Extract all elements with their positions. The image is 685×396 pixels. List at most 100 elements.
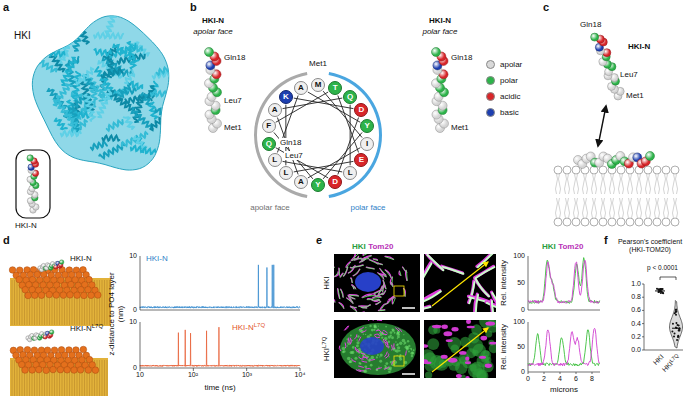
mitochondrion [391,282,393,286]
view-title: HKI-N [429,16,451,25]
lipid-tail [104,280,105,325]
lipid-head [50,366,57,373]
profile-arrow [432,328,488,372]
residue-circle: A [294,81,308,95]
cytosol-speckle [399,342,402,345]
tick-label: 0.2 [631,333,641,341]
mitochondrion [428,255,444,270]
cytosol-speckle [392,329,395,332]
axis-title: time (ns) [204,383,235,392]
lipid-tail [646,198,648,218]
cytosol-speckle [396,332,399,335]
mitochondrion [355,254,361,257]
axis-tick [642,323,644,324]
residue-letter: Q [347,93,353,101]
mitochondrion [376,330,381,332]
lipid-head [644,218,652,226]
lipid-head [599,218,607,226]
lipid-head [38,292,45,299]
lipid-tail [622,198,624,218]
mitochondrion [351,307,356,311]
cytosol-speckle [365,334,366,335]
p-value: p < 0.0001 [647,264,678,271]
residue-circle: E [354,153,368,167]
tick-label: 0 [526,375,530,382]
residue-label: Met1 [626,91,644,100]
data-point [676,339,678,341]
mitochondrion [352,285,355,288]
lipid-tails [10,278,111,326]
mitochondrion [385,352,387,356]
lipid-head [563,166,571,174]
lipid-head [35,366,42,373]
legend-swatch [486,76,495,85]
tick-label: 10 [129,318,137,326]
panel-letter: b [190,1,197,14]
lipid-tail [574,174,576,194]
cytosol-speckle [388,341,390,343]
panel-letter: d [3,234,10,247]
residue-circle: T [328,81,342,95]
cytosol-speckle [358,362,360,364]
lipid-tail [12,360,13,396]
cytosol-speckle [369,334,371,336]
lipid-tail [104,360,105,396]
tick-label: 0.6 [631,306,641,314]
peptide-label: HKI-NL7Q [70,324,103,333]
residue-label: Leu7 [284,151,304,160]
lipid-tail [97,360,98,396]
residue-label: Met1 [224,123,242,132]
lipid-head [60,292,67,299]
series-label: HKI-N [232,323,254,332]
lipid-head [74,292,81,299]
mitochondrion [465,357,469,361]
legend-text: polar [500,76,518,85]
mitochondrion [349,266,356,273]
tick-label: 0 [133,364,137,371]
panel-letter: a [3,1,9,14]
residue-letter: I [366,140,368,148]
mitochondrion [353,286,356,289]
mitochondrion [376,293,383,296]
protein-ribbon [94,49,111,55]
lipid-tail [649,198,651,218]
protein-ribbons [30,12,181,158]
residue-circle: Y [360,119,374,133]
residue-label: Leu7 [224,96,242,105]
lipid-tail [640,198,642,218]
mitochondrion [363,254,367,256]
protein-ribbon [55,119,67,130]
cytosol-speckle [354,357,357,360]
cytosol-speckle [385,326,387,328]
mitochondrion [363,356,368,358]
residue-letter: M [315,81,322,89]
mitochondrion [341,289,344,297]
lipid-tail [604,174,606,194]
mitochondrion [374,290,381,293]
micrograph-content [334,254,415,312]
mitochondrion [392,360,395,364]
tick-label: 0 [133,306,137,313]
cytosol-speckle [357,335,360,338]
lipid-tail [613,174,615,194]
residue-circle: K [279,90,293,104]
tick-label: 10 [129,252,137,260]
protein-ribbon [55,102,77,127]
cytosol-speckle [374,326,376,328]
mitochondrion [479,356,486,359]
mitochondrion [424,291,440,302]
mitochondrion [388,297,394,304]
data-point [662,292,664,294]
mitochondrion [459,351,466,355]
data-point [674,333,676,335]
tick-label: 0.2 [631,333,641,340]
lipid-tail [610,198,612,218]
view-title: polar face [422,27,457,36]
lipid-head [29,367,36,374]
md-trace [140,265,300,308]
lipid-tail [631,174,633,194]
lipid-head [653,166,661,174]
lipid-head [67,292,74,299]
mitochondrion [368,295,376,296]
data-point [675,311,677,313]
